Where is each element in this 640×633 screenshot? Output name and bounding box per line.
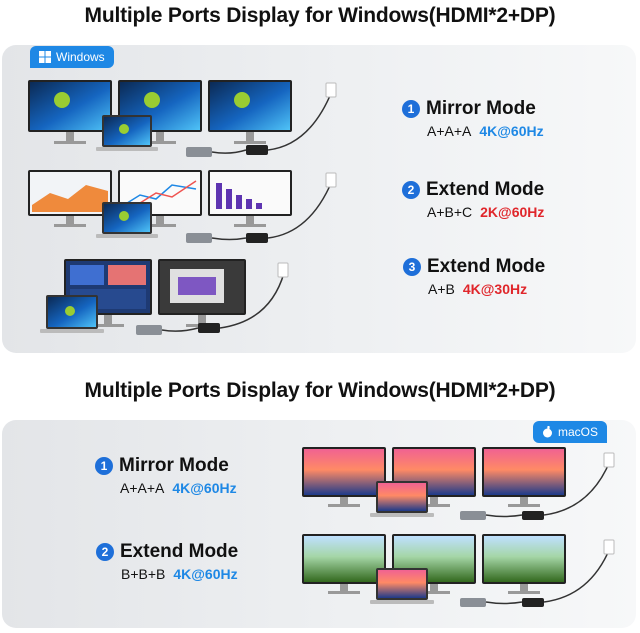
monitor-a — [64, 259, 152, 327]
top-title: Multiple Ports Display for Windows(HDMI*… — [84, 4, 556, 27]
mode-config: A+A+A — [427, 123, 472, 139]
wall-outlet — [325, 172, 337, 188]
mode-name: Extend Mode — [120, 541, 239, 562]
windows-badge: Windows — [30, 46, 114, 68]
power-adapter — [246, 145, 268, 155]
mode-name: Mirror Mode — [426, 98, 536, 119]
power-adapter — [522, 598, 544, 607]
monitor-c — [208, 170, 292, 227]
windows-extend-scene — [28, 170, 337, 243]
monitor-a — [28, 170, 112, 227]
mac-mirror-scene — [302, 447, 615, 520]
laptop — [96, 115, 158, 151]
power-adapter — [522, 511, 544, 520]
monitor-a1 — [28, 80, 112, 144]
macos-badge-label: macOS — [558, 425, 599, 439]
monitor-b1 — [302, 534, 386, 594]
laptop — [370, 568, 434, 604]
mode-resolution: 2K@60Hz — [480, 204, 545, 220]
windows-mirror-scene — [28, 80, 337, 157]
mode-number: 2 — [96, 543, 114, 561]
mode-resolution: 4K@60Hz — [172, 480, 237, 496]
wall-outlet — [277, 262, 289, 278]
monitor-a3 — [482, 447, 566, 507]
mode-resolution: 4K@60Hz — [173, 566, 238, 582]
bottom-title: Multiple Ports Display for Windows(HDMI*… — [84, 379, 556, 402]
monitor-b — [158, 259, 246, 327]
mac-mode-2: 2 Extend Mode B+B+B 4K@60Hz — [96, 541, 238, 582]
mac-mode-1: 1 Mirror Mode A+A+A 4K@60Hz — [95, 455, 237, 496]
wall-outlet — [325, 82, 337, 98]
mode-config: A+B+C — [427, 204, 473, 220]
mode-config: B+B+B — [121, 566, 166, 582]
mac-extend-scene — [302, 534, 615, 607]
windows-mode-2: 2 Extend Mode A+B+C 2K@60Hz — [402, 179, 544, 220]
windows-mode-3: 3 Extend Mode A+B 4K@30Hz — [403, 256, 545, 297]
monitor-a3 — [208, 80, 292, 144]
mode-resolution: 4K@60Hz — [479, 123, 544, 139]
power-adapter — [246, 233, 268, 243]
mode-name: Extend Mode — [426, 179, 545, 200]
mode-number: 2 — [402, 181, 420, 199]
apple-logo-icon — [543, 426, 552, 438]
docking-hub — [460, 598, 486, 607]
laptop — [96, 202, 158, 238]
mode-resolution: 4K@30Hz — [462, 281, 528, 297]
macos-badge: macOS — [533, 421, 608, 443]
windows-badge-label: Windows — [56, 50, 105, 64]
mode-name: Extend Mode — [427, 256, 546, 277]
mode-name: Mirror Mode — [119, 455, 229, 476]
monitor-a1 — [302, 447, 386, 507]
monitor-b — [118, 170, 202, 227]
docking-hub — [136, 325, 162, 335]
windows-logo-icon — [39, 51, 51, 63]
mode-number: 1 — [95, 457, 113, 475]
docking-hub — [186, 233, 212, 243]
wall-outlet — [603, 539, 615, 555]
wall-outlet — [603, 452, 615, 468]
windows-extend-two-scene — [40, 259, 289, 335]
laptop — [370, 481, 434, 517]
docking-hub — [460, 511, 486, 520]
mode-number: 3 — [403, 258, 421, 276]
mode-config: A+A+A — [120, 480, 165, 496]
laptop — [40, 295, 104, 333]
windows-mode-1: 1 Mirror Mode A+A+A 4K@60Hz — [402, 98, 544, 139]
docking-hub — [186, 147, 212, 157]
power-adapter — [198, 323, 220, 333]
monitor-b3 — [482, 534, 566, 594]
mode-number: 1 — [402, 100, 420, 118]
mode-config: A+B — [428, 281, 455, 297]
